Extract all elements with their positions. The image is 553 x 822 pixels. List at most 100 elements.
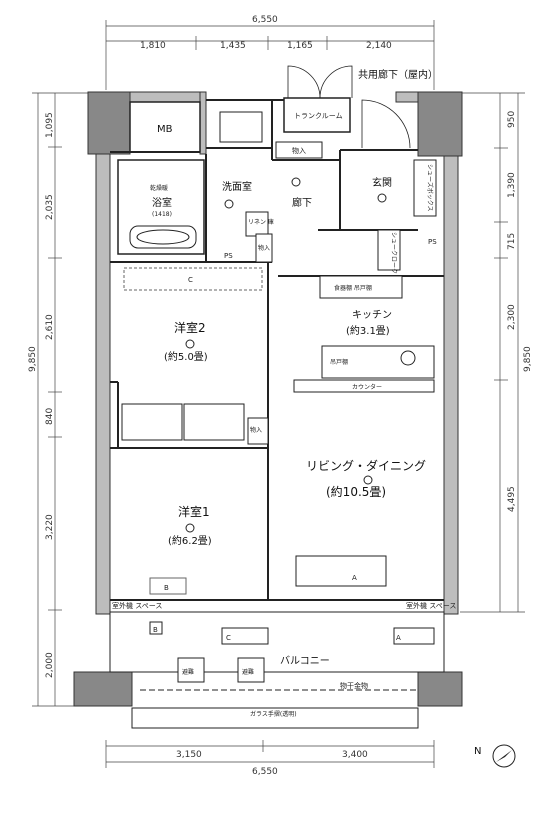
clothes-rod-label: 物干金物 bbox=[340, 681, 368, 690]
bottom-seg-1: 3,150 bbox=[176, 750, 202, 760]
balcony-unit-b-label: B bbox=[153, 626, 158, 634]
western1-light-icon bbox=[185, 523, 195, 533]
western2-label: 洋室2 bbox=[174, 320, 206, 335]
ldk-light-icon bbox=[363, 475, 373, 485]
bath-tag-label: 乾燥暖 bbox=[150, 184, 168, 192]
left-total-dim: 9,850 bbox=[28, 346, 38, 372]
entrance-light-icon bbox=[377, 193, 387, 203]
left-seg-6: 2,000 bbox=[45, 652, 55, 678]
glass-rail-label: ガラス手摺(透明) bbox=[250, 710, 297, 718]
bath-size-label: (1418) bbox=[152, 211, 172, 218]
ldk-unit-a-label: A bbox=[352, 574, 357, 582]
balcony-area bbox=[109, 611, 445, 673]
ldk-size-label: (約10.5畳) bbox=[326, 484, 386, 499]
bottom-dimensions bbox=[105, 740, 435, 768]
right-seg-2: 1,390 bbox=[507, 172, 517, 198]
western2-light-icon bbox=[185, 339, 195, 349]
storage-small bbox=[255, 233, 273, 263]
food-cabinet bbox=[319, 275, 403, 299]
food-cabinet-label: 食器棚 吊戸棚 bbox=[334, 284, 372, 292]
columns bbox=[73, 91, 463, 707]
right-seg-4: 2,300 bbox=[507, 304, 517, 330]
shoebox-label: シューズボックス bbox=[426, 164, 434, 212]
shoebox bbox=[413, 159, 437, 217]
western2-closet-c: C bbox=[188, 276, 193, 284]
shoe-closet-label: シュークローク bbox=[390, 232, 397, 274]
washbasin bbox=[219, 111, 263, 143]
drainage-left bbox=[177, 657, 205, 683]
storage-mid-label: 物入 bbox=[250, 426, 262, 434]
washroom-light-icon bbox=[224, 199, 234, 209]
ldk-counter bbox=[293, 379, 435, 393]
kitchen-size-label: (約3.1畳) bbox=[346, 324, 390, 337]
left-seg-4: 840 bbox=[45, 408, 55, 425]
right-seg-3: 715 bbox=[507, 233, 517, 250]
balcony-unit-c bbox=[221, 627, 269, 645]
hallway-label: 廊下 bbox=[292, 196, 312, 209]
top-seg-3: 1,165 bbox=[287, 41, 313, 51]
bottom-seg-2: 3,400 bbox=[342, 750, 368, 760]
hanging-cabinet-label: 吊戸棚 bbox=[330, 358, 348, 366]
right-total-dim: 9,850 bbox=[523, 346, 533, 372]
top-seg-1: 1,810 bbox=[140, 41, 166, 51]
kitchen-counter bbox=[321, 345, 435, 379]
bathtub bbox=[129, 225, 197, 249]
drainage-right-label: 避難 bbox=[242, 668, 254, 676]
left-seg-3: 2,610 bbox=[45, 314, 55, 340]
corridor-label: 共用廊下（屋内） bbox=[358, 68, 438, 81]
left-seg-5: 3,220 bbox=[45, 514, 55, 540]
top-dimensions bbox=[105, 20, 435, 90]
storage-mid bbox=[247, 417, 269, 445]
trunk-room bbox=[283, 97, 351, 133]
bottom-total-dim: 6,550 bbox=[252, 767, 278, 777]
corridor-doors bbox=[287, 65, 411, 149]
glass-rail bbox=[131, 707, 419, 729]
storage-upper-label: 物入 bbox=[292, 146, 306, 155]
aircon-right-label: 室外機 スペース bbox=[406, 601, 456, 610]
western2-size-label: (約5.0畳) bbox=[164, 350, 208, 363]
western1-closet-b: B bbox=[164, 584, 169, 592]
storage-upper bbox=[275, 141, 323, 159]
trunk-room-label: トランクルーム bbox=[294, 112, 343, 120]
ps-label-entrance: PS bbox=[428, 238, 437, 246]
washroom-label: 洗面室 bbox=[222, 180, 252, 193]
ldk-label: リビング・ダイニング bbox=[306, 458, 426, 473]
drainage-right bbox=[237, 657, 265, 683]
compass-icon bbox=[492, 744, 516, 768]
mb-box bbox=[129, 101, 201, 153]
bath-label: 浴室 bbox=[152, 196, 172, 209]
left-dimensions bbox=[32, 92, 90, 707]
right-seg-1: 950 bbox=[507, 111, 517, 128]
western1-closet bbox=[149, 577, 187, 595]
hallway-light-icon bbox=[291, 177, 301, 187]
western1-label: 洋室1 bbox=[178, 504, 210, 519]
top-total-dim: 6,550 bbox=[252, 15, 278, 25]
balcony-label: バルコニー bbox=[280, 655, 330, 667]
balcony-unit-a bbox=[393, 627, 435, 645]
balcony-unit-c-label: C bbox=[226, 634, 231, 642]
compass-label: N bbox=[474, 746, 481, 757]
exterior-walls bbox=[95, 91, 459, 615]
entrance-label: 玄関 bbox=[372, 176, 392, 189]
balcony-unit-a-label: A bbox=[396, 634, 401, 642]
ldk-unit-a bbox=[295, 555, 387, 587]
top-seg-4: 2,140 bbox=[366, 41, 392, 51]
left-seg-1: 1,095 bbox=[45, 112, 55, 138]
aircon-left-label: 室外機 スペース bbox=[112, 601, 162, 610]
linen-label: リネン 庫 bbox=[248, 218, 274, 226]
drainage-left-label: 避難 bbox=[182, 668, 194, 676]
top-seg-2: 1,435 bbox=[220, 41, 246, 51]
kitchen-label: キッチン bbox=[352, 309, 392, 321]
bathtub-inner bbox=[136, 229, 190, 245]
western2-closet bbox=[123, 267, 263, 291]
counter-label: カウンター bbox=[352, 383, 382, 391]
closet-row bbox=[121, 403, 245, 441]
interior-walls bbox=[110, 99, 444, 601]
shoe-closet bbox=[377, 229, 401, 271]
western1-size-label: (約6.2畳) bbox=[168, 534, 212, 547]
balcony-unit-b bbox=[149, 621, 163, 635]
left-seg-2: 2,035 bbox=[45, 194, 55, 220]
mb-label: MB bbox=[157, 124, 173, 135]
right-dimensions bbox=[460, 92, 525, 613]
